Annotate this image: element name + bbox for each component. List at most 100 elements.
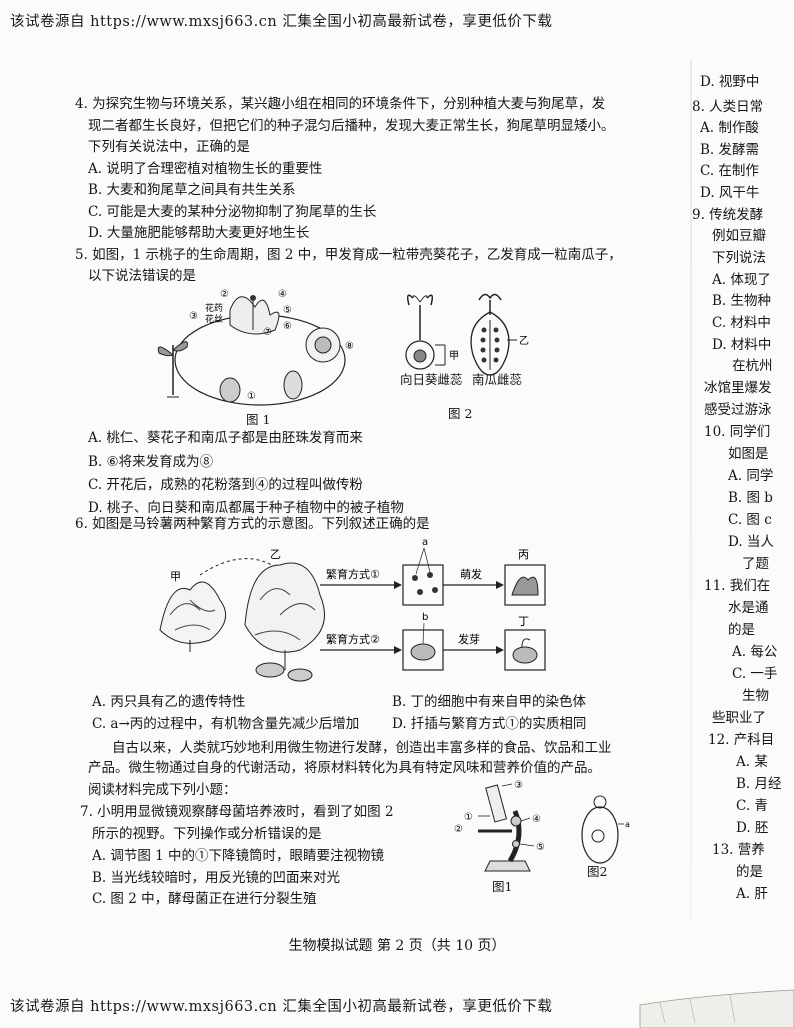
label-yi: 乙 xyxy=(519,335,529,347)
right-line: C. 一手 xyxy=(732,666,778,682)
label-a: a xyxy=(422,537,428,548)
label-b: b xyxy=(422,612,428,623)
q4-option-b: B. 大麦和狗尾草之间具有共生关系 xyxy=(88,182,296,198)
right-line: A. 同学 xyxy=(728,468,774,484)
flower-drawing xyxy=(229,295,280,335)
right-line: C. 在制作 xyxy=(700,163,759,179)
right-line: 在杭州 xyxy=(732,358,773,374)
right-line: 11. 我们在 xyxy=(704,578,771,594)
label-2: ② xyxy=(454,824,463,835)
right-line: 例如豆瓣 xyxy=(712,228,766,244)
label-3: ③ xyxy=(189,311,198,322)
label-yi: 乙 xyxy=(270,548,281,561)
plant-box-bing xyxy=(504,564,546,606)
q4-stem-line1: 4. 为探究生物与环境关系，某兴趣小组在相同的环境条件下，分别种植大麦与狗尾草，… xyxy=(75,96,606,112)
label-sprout: 发芽 xyxy=(458,632,480,646)
q6-option-b: B. 丁的细胞中有来自甲的染色体 xyxy=(392,694,587,710)
q6-stem: 6. 如图是马铃薯两种繁育方式的示意图。下列叙述正确的是 xyxy=(75,516,430,532)
label-jia: 甲 xyxy=(449,351,459,362)
potato-plant-yi-drawing xyxy=(244,562,325,682)
q6-figure-potato-propagation: 甲 乙 繁育方式① a 萌发 丙 繁育方式② b 发芽 丁 xyxy=(159,537,546,682)
label-ding: 丁 xyxy=(518,615,529,628)
label-filament: 花丝 xyxy=(205,313,223,325)
germinating-seed-drawing xyxy=(219,377,241,403)
q4-option-c: C. 可能是大麦的某种分泌物抑制了狗尾草的生长 xyxy=(88,204,377,220)
q5-figure2-pistils: 甲 乙 xyxy=(405,293,529,376)
q7-figure1-microscope: ③ ① ② ④ ⑤ xyxy=(454,780,545,872)
q7-option-c: C. 图 2 中，酵母菌正在进行分裂生殖 xyxy=(92,891,317,907)
potato-plant-jia-drawing xyxy=(159,581,227,652)
right-line: 冰馆里爆发 xyxy=(704,380,772,396)
right-line: D. 材料中 xyxy=(712,337,772,353)
label-a: a xyxy=(625,820,630,829)
right-line: D. 胚 xyxy=(736,820,769,836)
right-line: 12. 产科目 xyxy=(708,732,775,748)
q5-figure2-caption: 图 2 xyxy=(448,406,473,421)
right-line: 如图是 xyxy=(728,446,769,462)
q7-figure2-yeast: a xyxy=(581,795,630,864)
page-fold-shadow xyxy=(690,60,692,920)
reading-line3: 阅读材料完成下列小题： xyxy=(88,782,237,798)
right-line: 些职业了 xyxy=(712,710,766,726)
q5-option-b: B. ⑥将来发育成为⑧ xyxy=(88,454,214,470)
label-germinate: 萌发 xyxy=(460,567,482,581)
label-6: ⑥ xyxy=(283,321,292,332)
right-line: B. 图 b xyxy=(728,490,773,506)
right-line: B. 月经 xyxy=(736,776,782,792)
label-method2: 繁育方式② xyxy=(326,632,380,646)
sunflower-pistil-drawing xyxy=(405,294,446,370)
label-1: ① xyxy=(247,391,256,402)
q7-stem-line2: 所示的视野。下列操作或分析错误的是 xyxy=(92,826,322,842)
right-line: 的是 xyxy=(736,864,763,880)
right-line: A. 制作酸 xyxy=(700,120,759,136)
q6-option-d: D. 扦插与繁育方式①的实质相同 xyxy=(392,716,587,732)
right-line: C. 材料中 xyxy=(712,315,771,331)
q6-option-a: A. 丙只具有乙的遗传特性 xyxy=(92,694,246,710)
q4-option-a: A. 说明了合理密植对植物生长的重要性 xyxy=(88,161,323,177)
label-5: ⑤ xyxy=(283,305,292,316)
right-line: C. 图 c xyxy=(728,512,772,528)
right-line: 下列说法 xyxy=(712,250,766,266)
q5-option-d: D. 桃子、向日葵和南瓜都属于种子植物中的被子植物 xyxy=(88,500,404,516)
q5-figure1-caption: 图 1 xyxy=(246,412,271,427)
peach-fruit-drawing xyxy=(305,327,341,363)
source-banner-bottom: 该试卷源自 https://www.mxsj663.cn 汇集全国小初高最新试卷… xyxy=(10,999,553,1015)
right-line: 9. 传统发酵 xyxy=(692,207,764,223)
label-bing: 丙 xyxy=(518,548,529,561)
reading-line2: 产品。微生物通过自身的代谢活动，将原材料转化为具有特定风味和营养价值的产品。 xyxy=(88,760,601,776)
q4-stem-line3: 下列有关说法中，正确的是 xyxy=(88,139,250,155)
q7-figure2-caption: 图2 xyxy=(587,864,608,879)
right-line: 的是 xyxy=(728,622,755,638)
right-line: 感受过游泳 xyxy=(704,402,772,418)
q4-option-d: D. 大量施肥能够帮助大麦更好地生长 xyxy=(88,225,310,241)
label-4: ④ xyxy=(278,289,287,300)
q5-option-a: A. 桃仁、葵花子和南瓜子都是由胚珠发育而来 xyxy=(88,430,363,446)
right-line: D. 视野中 xyxy=(700,74,760,90)
q5-fig2-left-label: 向日葵雌蕊 xyxy=(400,372,463,387)
right-line: A. 每公 xyxy=(732,644,778,660)
label-1: ① xyxy=(464,812,473,823)
label-2: ② xyxy=(220,289,229,300)
right-line: 水是通 xyxy=(728,600,769,616)
label-7: ⑦ xyxy=(263,327,272,338)
seedling-drawing xyxy=(157,341,188,398)
right-line: 了题 xyxy=(742,556,769,572)
reading-line1: 自古以来，人类就巧妙地利用微生物进行发酵，创造出丰富多样的食品、饮品和工业 xyxy=(112,740,612,756)
q6-option-c: C. a→丙的过程中，有机物含量先减少后增加 xyxy=(92,716,360,732)
q7-figure1-caption: 图1 xyxy=(492,879,513,894)
q5-stem-line2: 以下说法错误的是 xyxy=(88,268,196,284)
q5-figure1-peach-lifecycle: ② 花药 花丝 ③ ④ ⑤ ⑥ ⑦ ⑧ ① xyxy=(157,289,354,406)
label-method1: 繁育方式① xyxy=(326,567,380,581)
label-jia: 甲 xyxy=(170,570,181,583)
q7-option-b: B. 当光线较暗时，用反光镜的凹面来对光 xyxy=(92,870,341,886)
q5-stem-line1: 5. 如图，1 示桃子的生命周期，图 2 中，甲发育成一粒带壳葵花子，乙发育成一… xyxy=(75,247,622,263)
right-line: A. 肝 xyxy=(736,886,768,902)
right-line: D. 风干牛 xyxy=(700,185,760,201)
right-line: A. 某 xyxy=(736,754,768,770)
right-line: 10. 同学们 xyxy=(704,424,771,440)
right-line: B. 生物种 xyxy=(712,293,772,309)
seed-drawing xyxy=(283,370,303,400)
right-line: B. 发酵需 xyxy=(700,142,760,158)
label-3: ③ xyxy=(514,780,523,791)
label-8: ⑧ xyxy=(345,341,354,352)
